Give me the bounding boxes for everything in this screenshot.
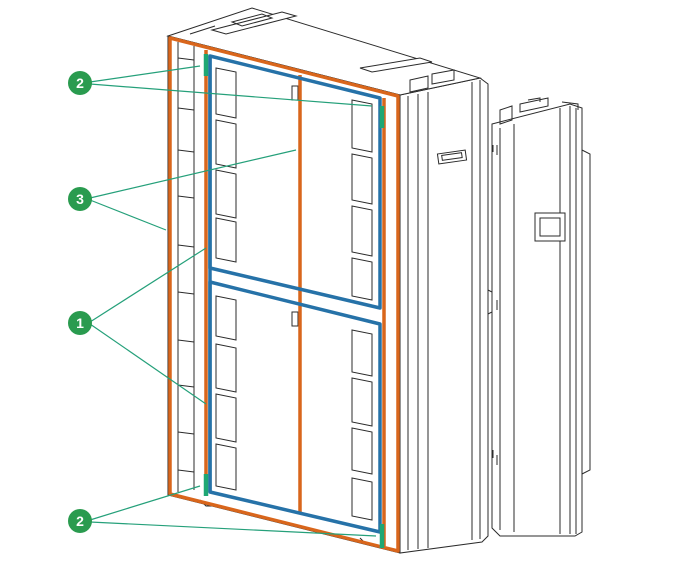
side-panel: [399, 77, 494, 554]
cabinet-top: [166, 7, 482, 96]
callout-circle: [68, 509, 92, 533]
green-markers: [203, 54, 385, 548]
callout-2-bottom: 2: [68, 509, 92, 533]
callout-circle: [68, 71, 92, 95]
orange-frame: [168, 36, 400, 553]
callout-circle: [68, 187, 92, 211]
rear-rack: [491, 97, 591, 537]
callout-3: 3: [68, 187, 92, 211]
callout-1: 1: [68, 311, 92, 335]
callout-label: 1: [76, 315, 84, 331]
callout-label: 2: [76, 513, 84, 529]
callout-label: 3: [76, 191, 84, 207]
callout-circle: [68, 311, 92, 335]
callout-label: 2: [76, 75, 84, 91]
leader-lines: [89, 65, 377, 537]
callout-2-top: 2: [68, 71, 92, 95]
front-door: [167, 35, 401, 554]
